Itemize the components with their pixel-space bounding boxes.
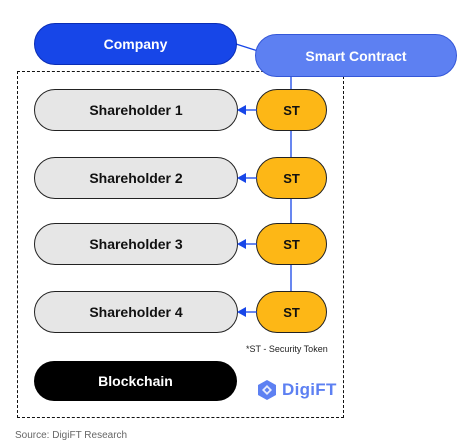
shareholder-node-2[interactable]: Shareholder 2 <box>34 157 238 199</box>
shareholder-node-4[interactable]: Shareholder 4 <box>34 291 238 333</box>
security-token-node-4[interactable]: ST <box>256 291 327 333</box>
security-token-node-3[interactable]: ST <box>256 223 327 265</box>
shareholder-label: Shareholder 2 <box>89 170 183 186</box>
digift-logo: DigiFT <box>256 379 337 401</box>
company-node[interactable]: Company <box>34 23 237 65</box>
token-label: ST <box>283 236 300 252</box>
token-label: ST <box>283 102 300 118</box>
company-to-contract-line <box>235 43 259 52</box>
company-label: Company <box>103 36 168 52</box>
security-token-footnote: *ST - Security Token <box>246 344 328 354</box>
shareholder-label: Shareholder 1 <box>89 102 183 118</box>
shareholder-node-1[interactable]: Shareholder 1 <box>34 89 238 131</box>
smart-contract-label: Smart Contract <box>305 47 407 64</box>
token-label: ST <box>283 304 300 320</box>
security-token-node-2[interactable]: ST <box>256 157 327 199</box>
security-token-node-1[interactable]: ST <box>256 89 327 131</box>
shareholder-node-3[interactable]: Shareholder 3 <box>34 223 238 265</box>
shareholder-label: Shareholder 4 <box>89 304 183 320</box>
digift-logo-icon <box>258 380 276 400</box>
token-label: ST <box>283 170 300 186</box>
source-caption: Source: DigiFT Research <box>15 430 128 441</box>
digift-logo-text: DigiFT <box>282 380 337 399</box>
smart-contract-node[interactable]: Smart Contract <box>255 34 457 77</box>
blockchain-label: Blockchain <box>98 373 173 389</box>
blockchain-node[interactable]: Blockchain <box>34 361 237 401</box>
blockchain-boundary <box>17 71 344 418</box>
shareholder-label: Shareholder 3 <box>89 236 183 252</box>
